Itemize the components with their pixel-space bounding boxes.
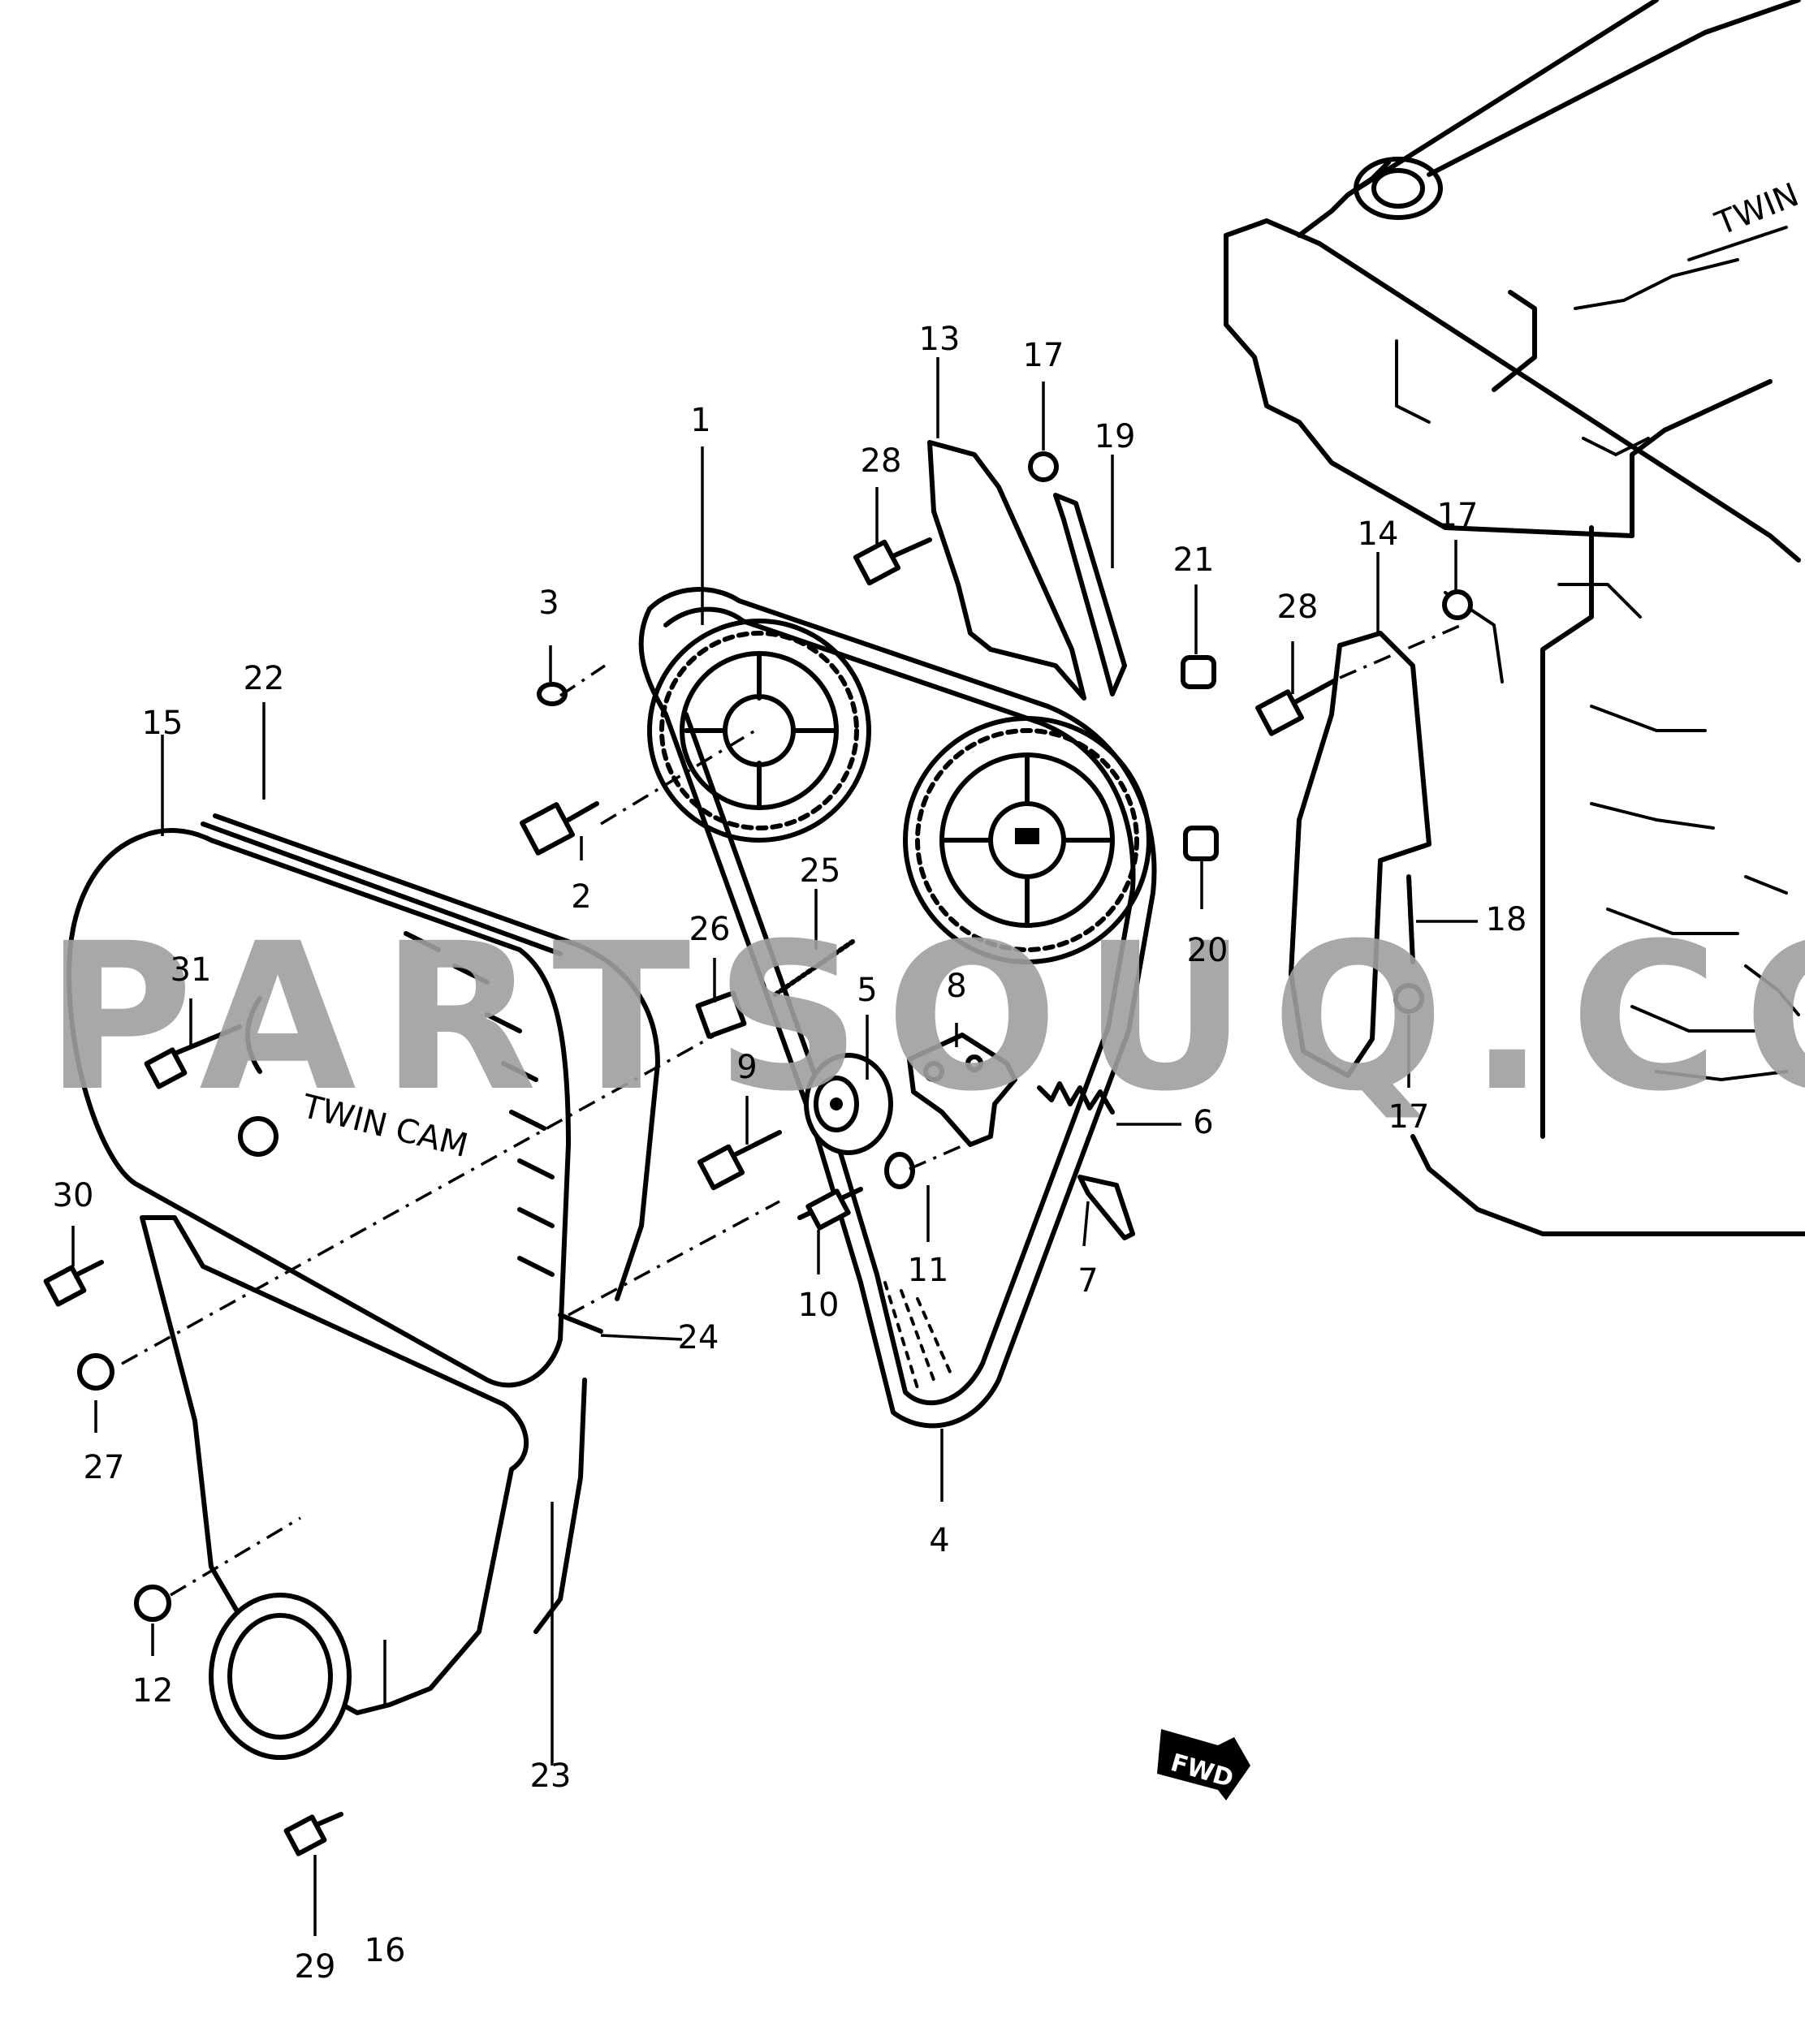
inner-cover-13 xyxy=(927,440,1086,701)
part-label-10: 10 xyxy=(798,1287,840,1324)
tensioner-plate xyxy=(907,1033,1017,1147)
bolt-9 xyxy=(697,1130,782,1191)
part-label-24: 24 xyxy=(678,1319,719,1356)
part-label-12: 12 xyxy=(132,1672,174,1710)
part-label-17-b: 17 xyxy=(1437,497,1479,534)
grommet-20 xyxy=(1183,826,1219,861)
svg-text:TWIN CAM: TWIN CAM xyxy=(1710,145,1805,244)
inner-cover-14 xyxy=(1289,631,1431,1078)
camshaft-pulley-front xyxy=(647,619,871,843)
part-label-9: 9 xyxy=(736,1049,757,1086)
nut-17-c xyxy=(1393,983,1424,1014)
part-label-28-a: 28 xyxy=(861,442,902,480)
part-label-27: 27 xyxy=(84,1449,125,1486)
part-label-25: 25 xyxy=(800,852,841,890)
part-label-26: 26 xyxy=(689,911,731,948)
watermark-text: PARTSOUQ.COM xyxy=(45,899,1805,1136)
part-label-2: 2 xyxy=(571,878,591,916)
engine-head-outline: TWIN CAM xyxy=(1224,0,1805,1236)
bolt-2 xyxy=(519,801,599,856)
bolt-28-upper xyxy=(853,537,932,586)
part-label-11: 11 xyxy=(908,1252,949,1289)
washer-11 xyxy=(884,1152,915,1189)
part-label-19: 19 xyxy=(1095,418,1136,455)
part-label-4: 4 xyxy=(929,1522,949,1559)
part-label-7: 7 xyxy=(1077,1262,1098,1300)
part-label-15: 15 xyxy=(142,705,184,742)
timing-belt xyxy=(638,587,1157,1429)
part-label-13: 13 xyxy=(919,321,961,358)
bolt-30 xyxy=(43,1260,104,1307)
part-label-23: 23 xyxy=(530,1757,572,1795)
belt-guide xyxy=(1077,1175,1135,1240)
upper-timing-cover: TWIN CAM xyxy=(67,828,571,1388)
grommet-21 xyxy=(1181,655,1216,689)
part-label-16: 16 xyxy=(365,1932,406,1969)
assembly-lines xyxy=(121,623,1462,1597)
stud-25 xyxy=(773,939,855,997)
bolt-28-right xyxy=(1255,675,1342,736)
part-label-17-c: 17 xyxy=(1388,1098,1430,1136)
gasket-22 xyxy=(201,813,660,1301)
part-label-18: 18 xyxy=(1486,901,1527,938)
tensioner-spring xyxy=(1037,1081,1115,1115)
leader-lines xyxy=(71,357,1478,1936)
nut-17-b xyxy=(1442,589,1473,620)
stud-10 xyxy=(797,1187,863,1231)
part-label-28-b: 28 xyxy=(1277,589,1319,626)
seal-24 xyxy=(558,1313,603,1334)
part-label-14: 14 xyxy=(1358,515,1399,553)
part-label-17-a: 17 xyxy=(1023,337,1064,374)
part-label-30: 30 xyxy=(53,1177,94,1214)
fwd-badge: FWD xyxy=(1157,1729,1250,1800)
part-label-20: 20 xyxy=(1187,932,1229,969)
seal-23 xyxy=(533,1378,587,1634)
nut-12 xyxy=(134,1585,171,1622)
nut-17-a xyxy=(1028,451,1059,482)
camshaft-pulley-rear xyxy=(903,716,1151,964)
bolt-31 xyxy=(144,1024,242,1089)
part-labels: 1 2 3 4 5 6 7 8 9 10 11 12 13 14 15 16 1… xyxy=(53,321,1527,1986)
gasket-19 xyxy=(1053,493,1127,696)
part-label-31: 31 xyxy=(171,951,212,989)
part-label-6: 6 xyxy=(1193,1104,1213,1141)
tensioner-pulley xyxy=(804,1053,893,1155)
nut-27 xyxy=(77,1353,114,1391)
part-label-8: 8 xyxy=(946,968,966,1005)
bolt-29 xyxy=(283,1812,343,1856)
part-label-3: 3 xyxy=(538,584,559,622)
part-label-1: 1 xyxy=(690,402,710,439)
pin-18 xyxy=(1406,874,1415,964)
part-label-21: 21 xyxy=(1173,541,1215,579)
part-label-5: 5 xyxy=(857,972,877,1009)
part-label-22: 22 xyxy=(244,660,285,697)
lower-timing-cover xyxy=(140,1215,529,1760)
part-label-29: 29 xyxy=(295,1948,336,1986)
